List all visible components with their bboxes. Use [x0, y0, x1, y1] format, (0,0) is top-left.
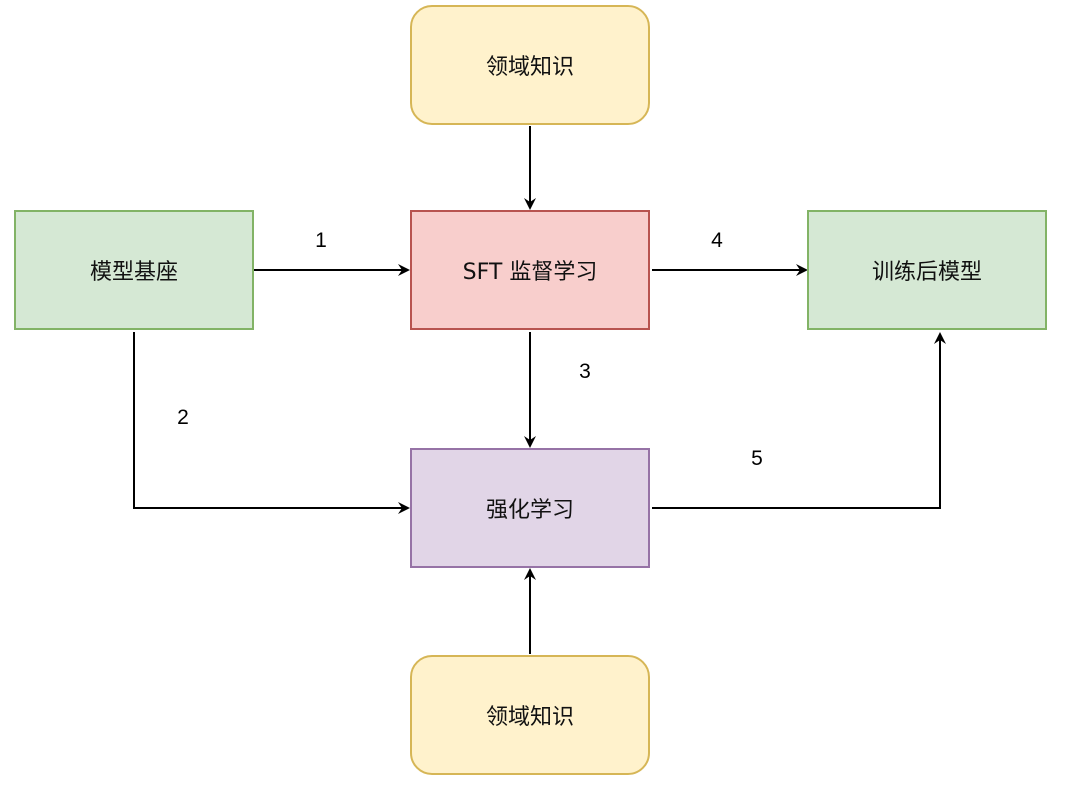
edge-label-5: 5	[751, 447, 763, 470]
domain-knowledge-bottom-node[interactable]: 领域知识	[410, 655, 650, 775]
edge-label-2: 2	[177, 406, 189, 429]
edge-label-3: 3	[579, 360, 591, 383]
base-model-node[interactable]: 模型基座	[14, 210, 254, 330]
edge-label-1: 1	[315, 229, 327, 252]
sft-node[interactable]: SFT 监督学习	[410, 210, 650, 330]
domain-knowledge-top-node[interactable]: 领域知识	[410, 5, 650, 125]
rl-node[interactable]: 强化学习	[410, 448, 650, 568]
trained-model-node[interactable]: 训练后模型	[807, 210, 1047, 330]
edge-5-rl-to-trained	[652, 332, 946, 509]
edge-2-base-to-rl	[133, 332, 410, 514]
edge-label-4: 4	[711, 229, 723, 252]
